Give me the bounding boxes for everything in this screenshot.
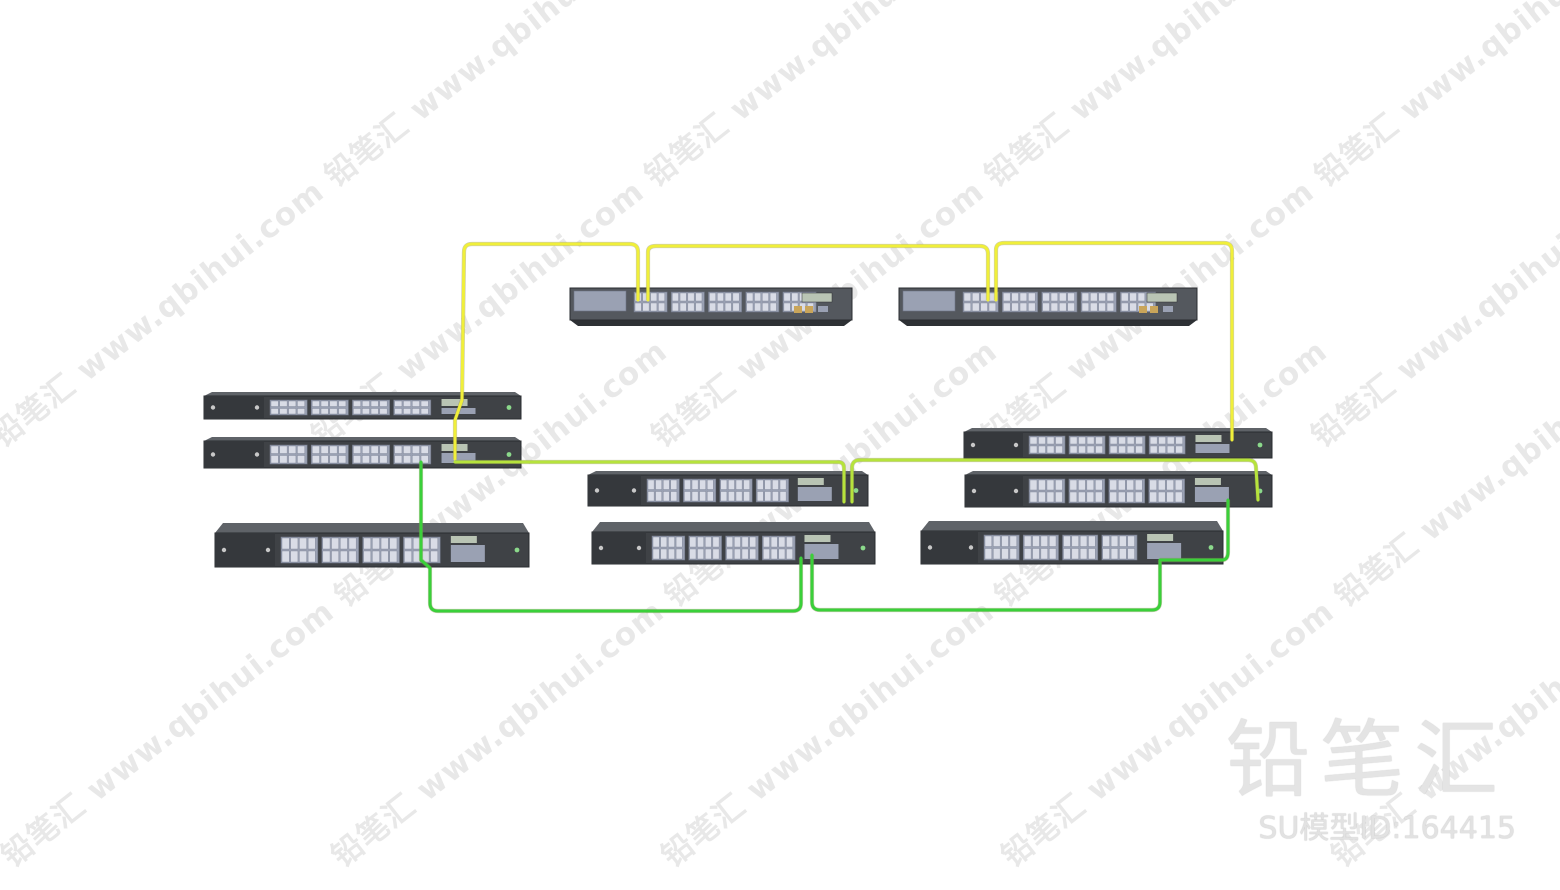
cable-lime-left-to-center bbox=[453, 459, 847, 504]
cable-green-left-bottom-loop bbox=[418, 460, 804, 614]
watermark-logo: 铅笔汇 bbox=[1225, 711, 1508, 809]
switch-top-left bbox=[569, 287, 853, 326]
cable-green-right-riser bbox=[1158, 498, 1231, 563]
switch-right-upper bbox=[963, 428, 1273, 459]
switch-left-lower bbox=[214, 523, 530, 568]
cable-yellow-top-span bbox=[645, 243, 991, 302]
switch-right-lower bbox=[920, 521, 1224, 565]
switch-right-middle bbox=[964, 471, 1273, 508]
cable-lime-center-to-right bbox=[849, 457, 1261, 504]
switch-center-lower bbox=[591, 522, 876, 565]
switch-top-right bbox=[898, 287, 1198, 326]
cable-green-center-bottom-loop bbox=[809, 553, 1163, 613]
switch-center-upper bbox=[587, 471, 869, 507]
cable-yellow-left-loop bbox=[452, 241, 641, 461]
switch-left-upper bbox=[203, 392, 522, 420]
watermark-model-id: SU模型ID:164415 bbox=[1258, 811, 1516, 846]
cable-yellow-right-loop bbox=[993, 240, 1235, 442]
